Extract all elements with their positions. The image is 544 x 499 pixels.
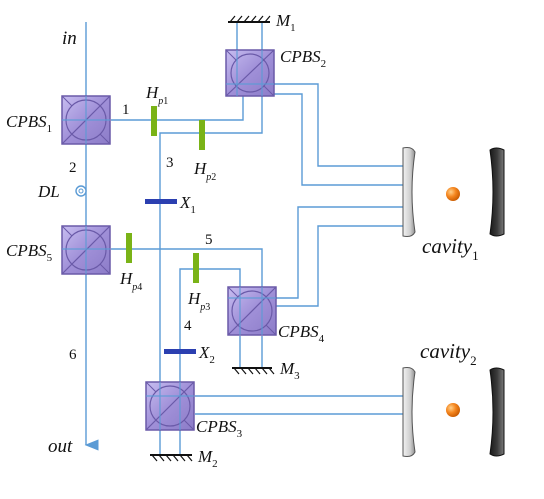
label-hp3: Hp3: [187, 289, 210, 313]
cpbs2-to-cavity1-a: [274, 83, 403, 167]
cpbs4-cube: [227, 286, 277, 336]
label-x1: X1: [179, 193, 196, 216]
cpbs3-cube: [145, 381, 195, 431]
beam-path-5: [111, 248, 263, 287]
x-plate-x2: [164, 349, 196, 354]
label-hp4: Hp4: [119, 269, 142, 293]
mirror-m3: [232, 367, 275, 375]
cpbs4-to-cavity1-b: [275, 225, 403, 307]
cavity2-right-mirror: [489, 367, 505, 457]
label-m1: M1: [275, 11, 296, 34]
label-in: in: [62, 28, 77, 49]
beam-path-1: [111, 96, 244, 121]
cavity2: [402, 367, 505, 457]
path-number-1: 1: [122, 102, 130, 118]
label-dl: DL: [37, 182, 60, 201]
path-number-4: 4: [184, 318, 192, 334]
label-hp2: Hp2: [193, 159, 216, 183]
path-number-3: 3: [166, 155, 174, 171]
label-x2: X2: [198, 343, 215, 366]
label-cpbs1: CPBS1: [6, 112, 52, 135]
cpbs2-cube: [225, 49, 275, 97]
label-cpbs4: CPBS4: [278, 322, 325, 345]
path-number-2: 2: [69, 160, 77, 176]
label-hp1: Hp1: [145, 83, 168, 107]
cavity2-atom: [446, 403, 460, 417]
cavity1-atom: [446, 187, 460, 201]
label-cpbs3: CPBS3: [196, 417, 243, 440]
beam-path-4: [179, 268, 241, 382]
label-out: out: [48, 436, 73, 457]
cavity1: [402, 147, 505, 237]
cavity1-right-mirror: [489, 147, 505, 237]
label-cpbs2: CPBS2: [280, 47, 326, 70]
beam-overlay: [62, 50, 276, 430]
waveplate-hp4: [126, 233, 132, 263]
beam-paths: [84, 22, 403, 455]
cpbs4-to-cavity1-a: [275, 206, 403, 299]
x-plate-x1: [145, 199, 177, 204]
label-cavity2: cavity2: [420, 339, 477, 368]
label-m3: M3: [279, 359, 300, 382]
cavity1-left-mirror: [402, 147, 416, 237]
beam-path-3: [159, 96, 263, 382]
mirror-m2: [150, 454, 193, 462]
path-number-6: 6: [69, 347, 77, 363]
label-m2: M2: [197, 447, 218, 470]
cavity2-left-mirror: [402, 367, 416, 457]
path-number-5: 5: [205, 232, 213, 248]
mirror-m1: [228, 15, 271, 23]
waveplate-hp2: [199, 120, 205, 150]
delay-line-icon: [75, 185, 87, 197]
cpbs2-to-cavity1-b: [274, 93, 403, 186]
label-cpbs5: CPBS5: [6, 241, 53, 264]
label-cavity1: cavity1: [422, 234, 479, 263]
waveplate-hp1: [151, 106, 157, 136]
waveplate-hp3: [193, 253, 199, 283]
